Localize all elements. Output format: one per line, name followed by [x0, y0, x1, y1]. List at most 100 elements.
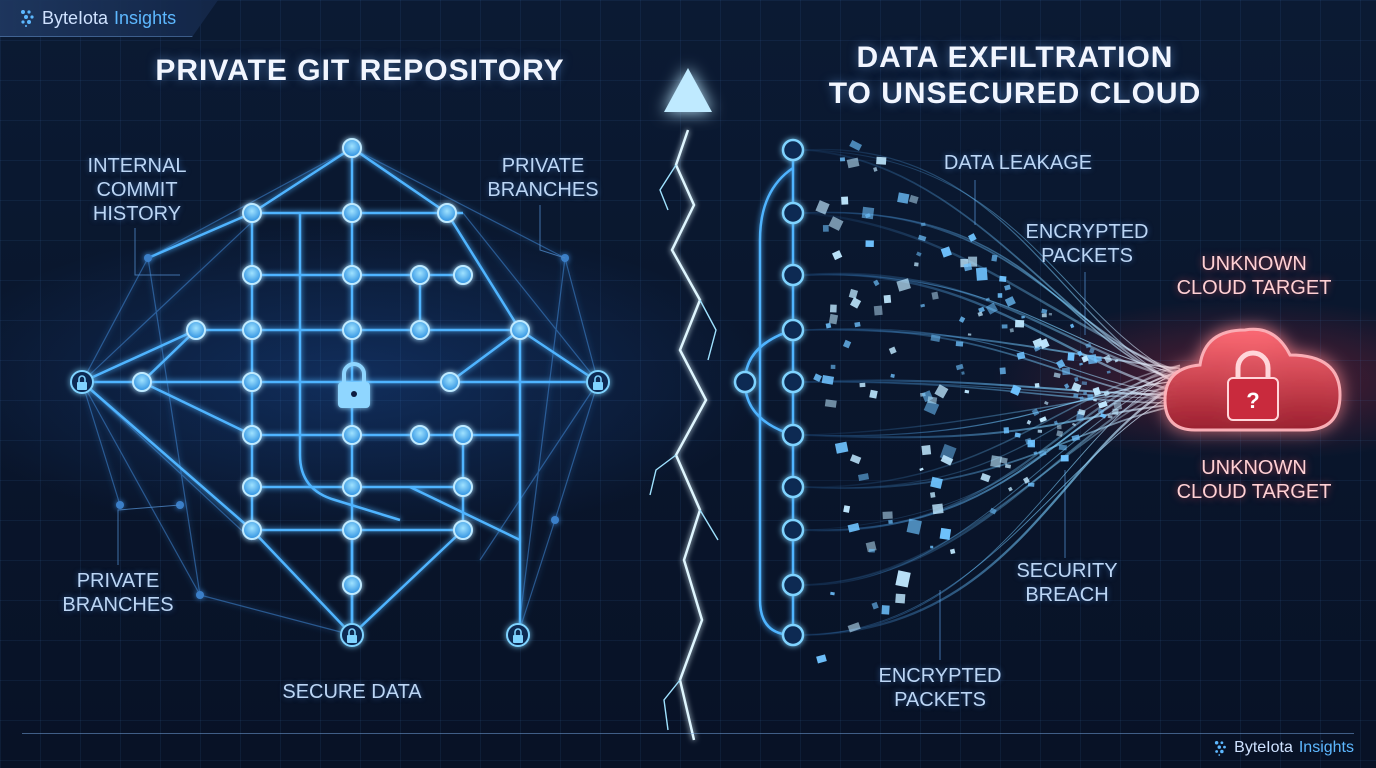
data-packet	[1043, 400, 1049, 406]
data-packet	[1077, 409, 1086, 416]
data-packet	[1099, 413, 1107, 419]
data-packet	[939, 527, 952, 540]
data-packet	[1004, 284, 1011, 291]
data-packet	[1081, 355, 1089, 363]
data-packet	[999, 457, 1008, 464]
data-packet	[1069, 323, 1075, 329]
data-packet	[919, 467, 924, 472]
data-packet	[825, 322, 832, 329]
data-packet	[842, 339, 852, 349]
data-stream-line	[804, 148, 1181, 386]
data-streams	[804, 148, 1181, 637]
data-packet	[830, 364, 836, 370]
data-packet	[949, 548, 956, 555]
data-packet	[920, 222, 926, 227]
data-packet	[821, 375, 835, 385]
data-packet	[849, 454, 862, 465]
data-stream-line	[804, 272, 1181, 381]
data-packet	[1039, 338, 1050, 350]
data-packet	[828, 216, 844, 231]
data-packet	[999, 367, 1006, 375]
cloud-lock-icon	[1163, 327, 1342, 432]
data-packet	[1071, 382, 1082, 393]
data-packet	[1073, 393, 1079, 398]
data-stream-line	[804, 386, 1181, 436]
label-line: ENCRYPTED	[878, 665, 1002, 687]
data-stream-line	[804, 211, 1181, 384]
label-private-branches-top: PRIVATE BRANCHES	[478, 154, 608, 202]
data-packet	[930, 476, 943, 489]
data-packet	[1038, 450, 1047, 457]
data-packet	[1114, 359, 1119, 363]
data-packet	[890, 373, 895, 378]
data-packet	[955, 341, 964, 347]
data-packet	[980, 472, 991, 483]
label-private-branches-bottom: PRIVATE BRANCHES	[50, 569, 186, 617]
data-packet	[1021, 315, 1025, 319]
data-packet	[896, 278, 911, 292]
data-packet	[1057, 425, 1062, 430]
data-packet	[1067, 352, 1075, 361]
label-internal-commit-history: INTERNAL COMMIT HISTORY	[72, 154, 202, 226]
label-line: PRIVATE	[501, 155, 585, 177]
data-packet	[975, 267, 988, 281]
label-unknown-cloud-target-bottom: UNKNOWN CLOUD TARGET	[1168, 456, 1340, 504]
data-packet	[1039, 416, 1047, 423]
data-packet	[1033, 451, 1038, 455]
data-packet	[1061, 367, 1071, 376]
label-line: CLOUD TARGET	[1176, 481, 1332, 503]
data-packet	[940, 454, 954, 466]
data-packet	[1097, 408, 1105, 414]
data-packet	[843, 505, 851, 513]
data-packet	[930, 334, 941, 343]
data-stream-line	[804, 274, 1181, 375]
label-secure-data: SECURE DATA	[282, 681, 422, 703]
data-packet	[1027, 482, 1035, 487]
data-packet	[930, 545, 934, 549]
data-packet	[1071, 422, 1077, 427]
label-line: PACKETS	[1041, 245, 1133, 267]
data-packet	[989, 507, 997, 515]
data-packet	[828, 313, 839, 325]
repository-nodes	[116, 138, 569, 599]
data-packet	[932, 503, 944, 515]
data-packet	[999, 275, 1007, 283]
data-packet	[921, 445, 932, 456]
data-packet	[958, 316, 966, 323]
label-line: PACKETS	[894, 689, 986, 711]
label-data-leakage: DATA LEAKAGE	[943, 152, 1093, 174]
data-packet	[813, 373, 822, 382]
data-packet	[1004, 464, 1012, 469]
data-packet	[985, 302, 998, 315]
data-packet	[991, 254, 998, 262]
data-packet	[1093, 398, 1097, 402]
label-encrypted-packets-bottom: ENCRYPTED PACKETS	[866, 664, 1014, 712]
data-packet	[1056, 359, 1066, 369]
data-stream-line	[804, 380, 1181, 437]
data-packet	[1106, 370, 1111, 374]
data-packet	[1034, 382, 1040, 388]
data-packet	[1033, 345, 1041, 352]
footer-divider	[22, 733, 1354, 734]
data-packet	[869, 389, 878, 399]
data-packet	[895, 570, 911, 588]
data-packet	[977, 311, 984, 317]
lock-node-bottom-right	[506, 623, 530, 647]
brand-header: ByteIota Insights	[0, 0, 218, 37]
source-graph	[743, 150, 795, 637]
source-nodes	[733, 138, 805, 647]
label-line: UNKNOWN	[1201, 457, 1307, 479]
label-line: ENCRYPTED	[1025, 221, 1149, 243]
data-packet	[1081, 381, 1088, 386]
data-packet	[847, 522, 860, 533]
data-stream-line	[804, 371, 1181, 586]
data-packet	[917, 234, 927, 242]
data-packet	[990, 455, 1002, 468]
data-stream-line	[804, 149, 1181, 387]
data-packet	[888, 519, 893, 524]
data-packet	[1097, 400, 1108, 409]
data-stream-line	[804, 211, 1181, 374]
data-packet	[869, 548, 875, 553]
data-packet	[1085, 342, 1092, 349]
